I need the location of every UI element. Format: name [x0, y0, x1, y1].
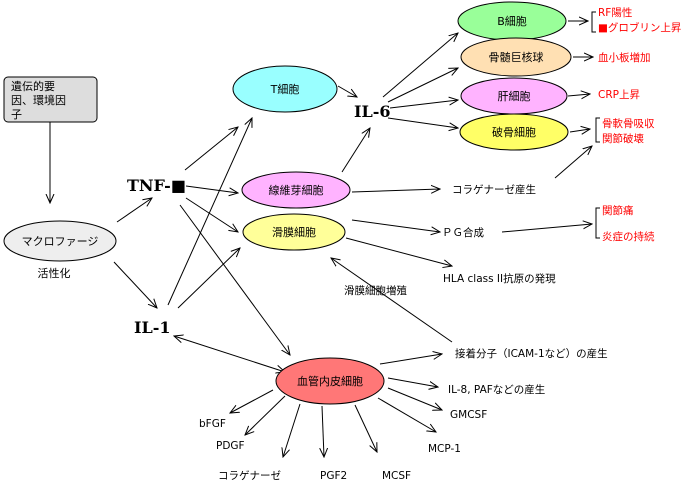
edge-tcell-il6: [337, 85, 357, 97]
edge-fibroblast-collagenase: [351, 189, 440, 192]
endothelial-shape: [275, 357, 385, 405]
pgf2-text: PGF2: [320, 470, 347, 482]
collagenase-production-text: コラゲナーゼ産生: [452, 183, 536, 196]
edge-macrophage-il1: [113, 261, 157, 308]
brackets: [591, 11, 600, 239]
outcome-joint-destruction: 関節破壊: [602, 132, 644, 145]
edge-endothelial-collagenase: [283, 403, 301, 457]
pdgf-text: PDGF: [216, 440, 245, 452]
synovial-label: 滑膜細胞: [272, 226, 316, 239]
genetic-factors-box: 遺伝的要 因、環境因 子: [3, 76, 98, 123]
osteoclast-label: 破骨細胞: [492, 125, 536, 139]
megakaryocyte-shape: [460, 37, 572, 77]
tnf-label: TNF-■: [127, 176, 186, 195]
bracket-pg: [595, 207, 600, 239]
edge-tnf-tcell: [184, 127, 238, 171]
edge-il6-hepatocyte: [389, 100, 458, 109]
outcome-inflammation: 炎症の持続: [602, 230, 655, 243]
edge-endothelial-il8: [387, 377, 438, 387]
edge-collagenase-bone: [554, 146, 592, 179]
edge-il1-endothelial: [174, 336, 285, 372]
endothelial-node: 血管内皮細胞: [275, 357, 385, 405]
hepatocyte-node: 肝細胞: [460, 77, 568, 115]
bracket-osteoclast: [595, 117, 600, 143]
genetic-line-3: 子: [11, 108, 22, 121]
edge-endothelial-bfgf: [230, 389, 274, 413]
fibroblast-label: 線維芽細胞: [269, 183, 324, 197]
genetic-box-shape: [3, 76, 98, 123]
edge-fibroblast-il6: [341, 128, 370, 173]
edge-osteoclast-outcome: [569, 129, 590, 132]
edge-endothelial-adhesion: [379, 354, 442, 365]
synovial-proliferation-text: 滑膜細胞増殖: [344, 284, 407, 297]
edge-endothelial-pdgf: [245, 395, 286, 435]
edge-il1-tcell: [167, 118, 252, 306]
il6-label: IL-6: [354, 102, 391, 121]
outcome-crp: CRP上昇: [598, 89, 640, 101]
outcome-joint-pain: 関節痛: [602, 204, 634, 217]
synovial-shape: [242, 213, 346, 251]
osteoclast-shape: [459, 113, 569, 151]
edge-endothelial-pgf2: [322, 405, 324, 457]
hepatocyte-label: 肝細胞: [498, 90, 531, 103]
edge-hepatocyte-outcome: [567, 94, 590, 96]
fibroblast-shape: [241, 171, 351, 209]
gmcsf-text: GMCSF: [450, 409, 487, 421]
macrophage-shape: [3, 220, 117, 262]
il8-paf-text: IL-8, PAFなどの産生: [448, 383, 545, 396]
edge-adhesion-synovial: [331, 258, 453, 343]
tcell-shape: [232, 65, 338, 113]
mcsf-text: MCSF: [382, 470, 411, 482]
edge-il6-megakaryocyte: [387, 68, 458, 103]
edge-macrophage-tnf: [116, 198, 152, 223]
outcome-globulin: ■グロブリン上昇: [598, 21, 682, 34]
edge-il1-synovial: [177, 248, 240, 309]
adhesion-molecule-text: 接着分子（ICAM-1など）の産生: [455, 347, 608, 360]
edge-tnf-fibroblast: [185, 185, 238, 193]
edge-tnf-endothelial: [179, 204, 290, 355]
macrophage-node: マクロファージ 活性化: [3, 220, 117, 280]
il1-label: IL-1: [134, 318, 171, 337]
edge-il6-bcell: [382, 33, 458, 98]
edges: [50, 21, 593, 457]
hla-expression-text: HLA class II抗原の発現: [443, 272, 556, 285]
edge-tnf-synovial: [185, 197, 238, 232]
pg-synthesis-text: ＰＧ合成: [442, 226, 484, 239]
outcome-bone-resorption: 骨軟骨吸収: [602, 117, 655, 130]
edge-il6-osteoclast: [387, 117, 458, 128]
bfgf-text: bFGF: [199, 418, 226, 430]
macrophage-caption: 活性化: [38, 266, 71, 280]
tcell-node: T細胞: [232, 65, 338, 113]
endothelial-label: 血管内皮細胞: [297, 374, 363, 388]
edge-synovial-hla: [345, 237, 452, 266]
genetic-line-1: 遺伝的要: [11, 79, 55, 93]
outcome-rf-positive: RF陽性: [598, 6, 632, 19]
edge-endothelial-gmcsf: [387, 387, 442, 410]
fibroblast-node: 線維芽細胞: [241, 171, 351, 209]
mcp1-text: MCP-1: [428, 443, 461, 455]
edge-pg-outcome: [501, 224, 592, 233]
osteoclast-node: 破骨細胞: [459, 113, 569, 151]
collagenase-text: コラゲナーゼ: [218, 470, 281, 482]
edge-endothelial-mcsf: [354, 404, 377, 452]
synovial-node: 滑膜細胞: [242, 213, 346, 251]
megakaryocyte-label: 骨髄巨核球: [489, 50, 544, 64]
edge-endothelial-mcp1: [377, 397, 436, 432]
bcell-node: B細胞: [457, 1, 567, 41]
bracket-bcell: [591, 11, 596, 33]
edge-synovial-pg: [351, 219, 440, 232]
outcome-platelet: 血小板増加: [598, 51, 651, 64]
bcell-label: B細胞: [497, 15, 527, 28]
megakaryocyte-node: 骨髄巨核球: [460, 37, 572, 77]
tcell-label: T細胞: [270, 83, 300, 96]
macrophage-label: マクロファージ: [22, 235, 99, 248]
genetic-line-2: 因、環境因: [11, 93, 66, 107]
